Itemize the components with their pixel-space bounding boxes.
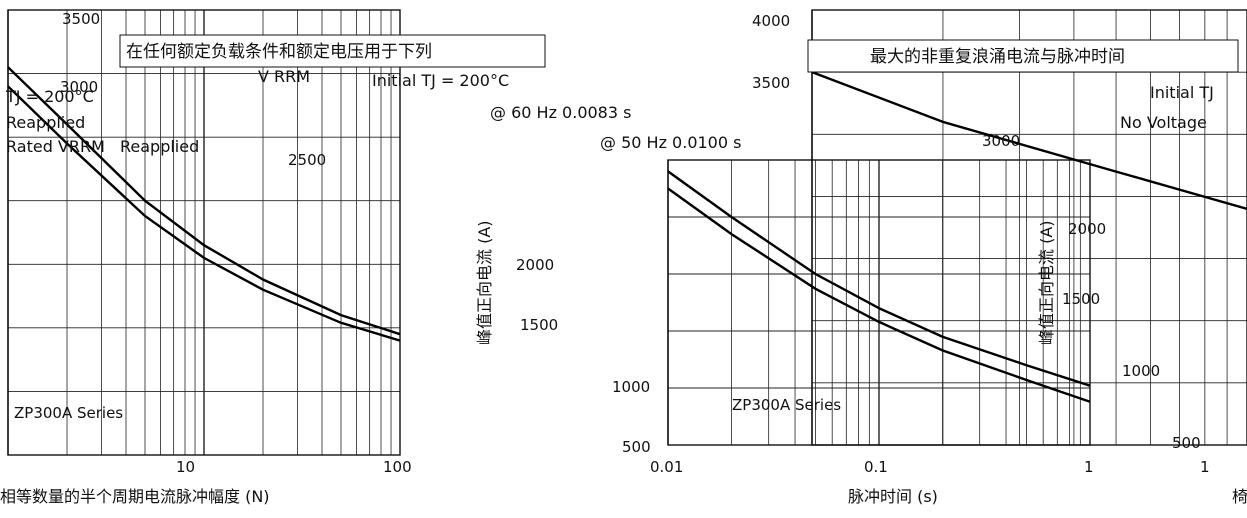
right-ytick-4000: 4000 [752,12,790,30]
left-annotation-initial: Initial TJ = 200°C [372,71,509,90]
left-xtick-100: 100 [383,458,412,476]
series-line-0-0 [7,66,401,336]
right-ytick-500: 500 [1172,434,1201,452]
plot-frame [811,9,1247,446]
middle-xtick-01: 0.1 [864,458,888,476]
right-xtick-1: 1 [1200,458,1210,476]
left-title: 在任何额定负载条件和额定电压用于下列 [126,42,432,62]
left-annotation-rated: Rated VRRM [6,137,105,156]
right-ytick-3000: 3000 [982,132,1020,150]
series-line-1-1 [667,187,1091,403]
left-annotation-tj: TJ = 200°C [5,87,94,106]
right-ytick-1000: 1000 [1122,362,1160,380]
middle-ytick-1000: 1000 [612,378,650,396]
right-ytick-3500: 3500 [752,74,790,92]
left-title-box [119,34,546,68]
series-line-2-0 [811,70,1247,211]
left-subtitle: V RRM [258,67,310,86]
right-annotation-initial: Initial TJ [1150,83,1214,102]
middle-series-label: ZP300A Series [732,396,841,414]
left-series-label: ZP300A Series [14,404,123,422]
grid-layer [7,9,1247,456]
left-annotation-reapplied: Reapplied [6,113,85,132]
right-annotation-novoltage: No Voltage [1120,113,1207,132]
series-line-1-0 [667,170,1091,387]
series-line-0-1 [7,85,401,342]
middle-ylabel: 峰值正向电流 (A) [475,220,494,345]
right-ylabel: 峰值正向电流 (A) [1037,220,1056,345]
middle-ytick-500: 500 [622,438,651,456]
plot-frame [7,9,401,456]
series-layer [7,66,1247,403]
right-xlabel-partial: 椅 [1232,487,1247,506]
right-ytick-1500: 1500 [1062,290,1100,308]
left-annotation-reapplied-2: Reapplied [120,137,199,156]
left-annotation-60hz: @ 60 Hz 0.0083 s [490,103,631,122]
middle-xlabel: 脉冲时间 (s) [848,487,938,506]
left-ytick-3500: 3500 [62,10,100,28]
middle-xtick-1: 1 [1084,458,1094,476]
text-layer: 在任何额定负载条件和额定电压用于下列 V RRM Initial TJ = 20… [0,10,1247,506]
middle-xtick-001: 0.01 [650,458,683,476]
right-title: 最大的非重复浪涌电流与脉冲时间 [870,47,1125,67]
middle-ytick-2500: 2500 [288,151,326,169]
left-xtick-10: 10 [176,458,195,476]
left-annotation-50hz: @ 50 Hz 0.0100 s [600,133,741,152]
middle-ytick-1500: 1500 [520,316,558,334]
right-title-box [807,39,1239,73]
right-ytick-2000: 2000 [1068,220,1106,238]
left-ytick-3000: 3000 [60,78,98,96]
middle-ytick-2000: 2000 [516,256,554,274]
left-xlabel: 相等数量的半个周期电流脉冲幅度 (N) [0,487,270,506]
